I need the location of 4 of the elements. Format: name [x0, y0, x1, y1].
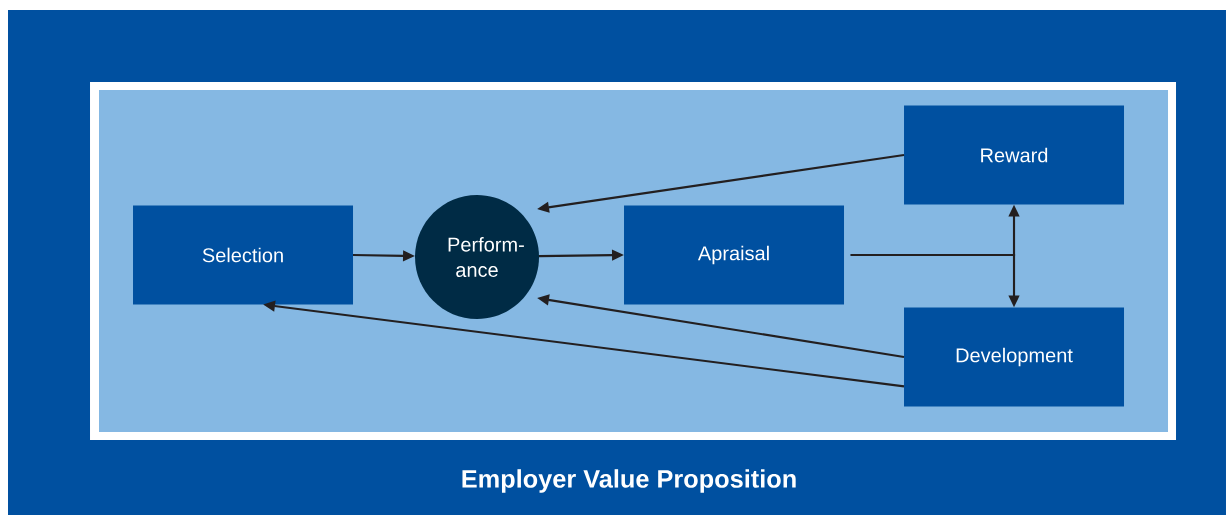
process-box: Selection — [133, 205, 353, 305]
process-box: Development — [904, 307, 1124, 407]
process-box: Reward — [904, 105, 1124, 205]
process-box: Apraisal — [624, 205, 844, 305]
